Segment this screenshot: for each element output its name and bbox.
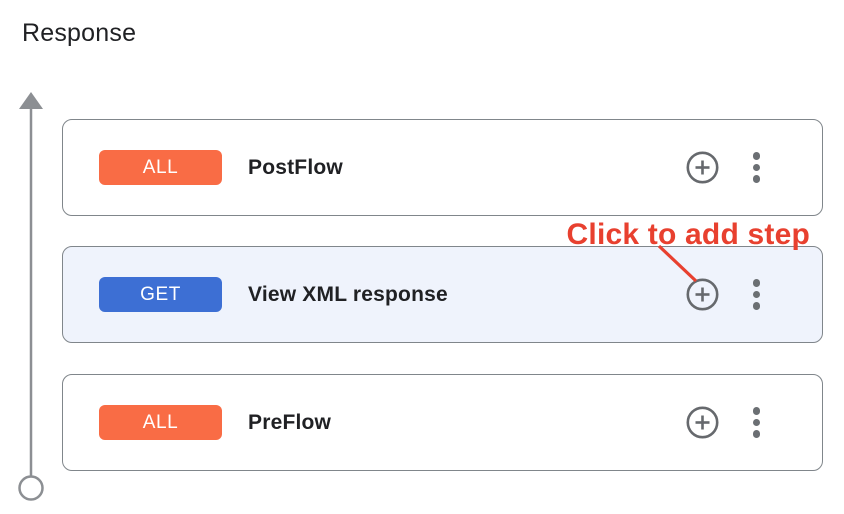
flow-card-label: PreFlow <box>248 410 332 434</box>
card-actions <box>686 277 765 312</box>
flow-connector-up-arrow-icon <box>18 92 44 501</box>
plus-circle-icon <box>686 278 718 311</box>
add-step-button[interactable] <box>686 406 719 439</box>
flow-card-view-xml-response[interactable]: GET View XML response <box>62 246 823 343</box>
plus-circle-icon <box>686 151 718 184</box>
method-badge-all: ALL <box>99 405 222 440</box>
add-step-button[interactable] <box>686 278 719 311</box>
method-badge-all: ALL <box>99 150 222 185</box>
plus-circle-icon <box>686 406 718 439</box>
flow-card-label: PostFlow <box>248 155 343 179</box>
card-actions <box>686 405 765 440</box>
flow-card-label: View XML response <box>248 282 448 306</box>
kebab-menu-icon[interactable] <box>749 277 765 312</box>
card-actions <box>686 150 765 185</box>
flow-card-postflow[interactable]: ALL PostFlow <box>62 119 823 216</box>
flow-card-preflow[interactable]: ALL PreFlow <box>62 374 823 471</box>
method-badge-get: GET <box>99 277 222 312</box>
kebab-menu-icon[interactable] <box>749 150 765 185</box>
add-step-button[interactable] <box>686 151 719 184</box>
page-title: Response <box>22 19 137 47</box>
annotation-click-to-add-step: Click to add step <box>566 218 810 251</box>
kebab-menu-icon[interactable] <box>749 405 765 440</box>
